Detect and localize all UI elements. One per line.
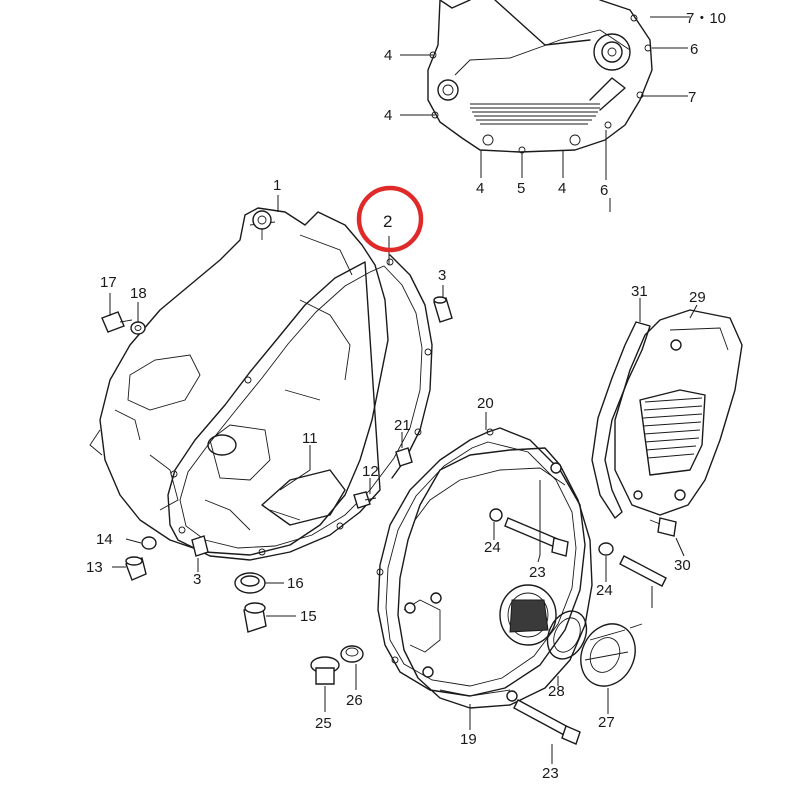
label-4-b: 4 [384, 107, 392, 124]
label-23-a: 23 [529, 564, 546, 581]
label-12: 12 [362, 463, 379, 480]
label-29: 29 [689, 289, 706, 306]
bolt-part-23-upper [504, 517, 569, 557]
clutch-cover-inset [400, 0, 690, 212]
leader-lines [109, 195, 698, 764]
label-21: 21 [394, 417, 411, 434]
label-16: 16 [287, 575, 304, 592]
bolt-part-30 [619, 517, 677, 587]
label-7: 7 [688, 89, 696, 106]
highlight-circle [356, 185, 424, 253]
label-4-c: 4 [476, 180, 484, 197]
label-11: 11 [302, 430, 318, 447]
label-7-10: 7・10 [686, 10, 726, 27]
small-fasteners [101, 296, 453, 685]
label-4-a: 4 [384, 47, 392, 64]
part-number-labels: 7・10 6 7 4 4 4 5 4 6 1 2 3 17 18 11 21 1… [86, 10, 726, 782]
label-31: 31 [631, 283, 648, 300]
gasket-part-31 [591, 321, 651, 519]
bolt-part-23-lower [513, 699, 581, 745]
seal-part-28 [546, 610, 588, 660]
label-30: 30 [674, 557, 691, 574]
cap-part-27 [580, 623, 643, 687]
washer-part-24 [598, 542, 614, 556]
label-2: 2 [383, 212, 392, 231]
label-24-a: 24 [484, 539, 501, 556]
label-25: 25 [315, 715, 332, 732]
gasket-part-2 [167, 254, 433, 561]
label-28: 28 [548, 683, 565, 700]
label-17: 17 [100, 274, 117, 291]
label-6-bottom: 6 [600, 182, 608, 199]
label-27: 27 [598, 714, 615, 731]
label-26: 26 [346, 692, 363, 709]
label-18: 18 [130, 285, 147, 302]
label-1: 1 [273, 177, 281, 194]
label-23-b: 23 [542, 765, 559, 782]
generator-cover-part-19 [397, 447, 593, 709]
label-14: 14 [96, 531, 113, 548]
label-20: 20 [477, 395, 494, 412]
label-19: 19 [460, 731, 477, 748]
label-5: 5 [517, 180, 525, 197]
crankcase-left-part-1 [89, 207, 389, 556]
label-4-d: 4 [558, 180, 566, 197]
label-3-top: 3 [438, 267, 446, 284]
label-15: 15 [300, 608, 317, 625]
label-3-bottom: 3 [193, 571, 201, 588]
sprocket-cover-part-29 [614, 309, 743, 516]
label-6-top: 6 [690, 41, 698, 58]
label-24-b: 24 [596, 582, 613, 599]
label-13: 13 [86, 559, 103, 576]
